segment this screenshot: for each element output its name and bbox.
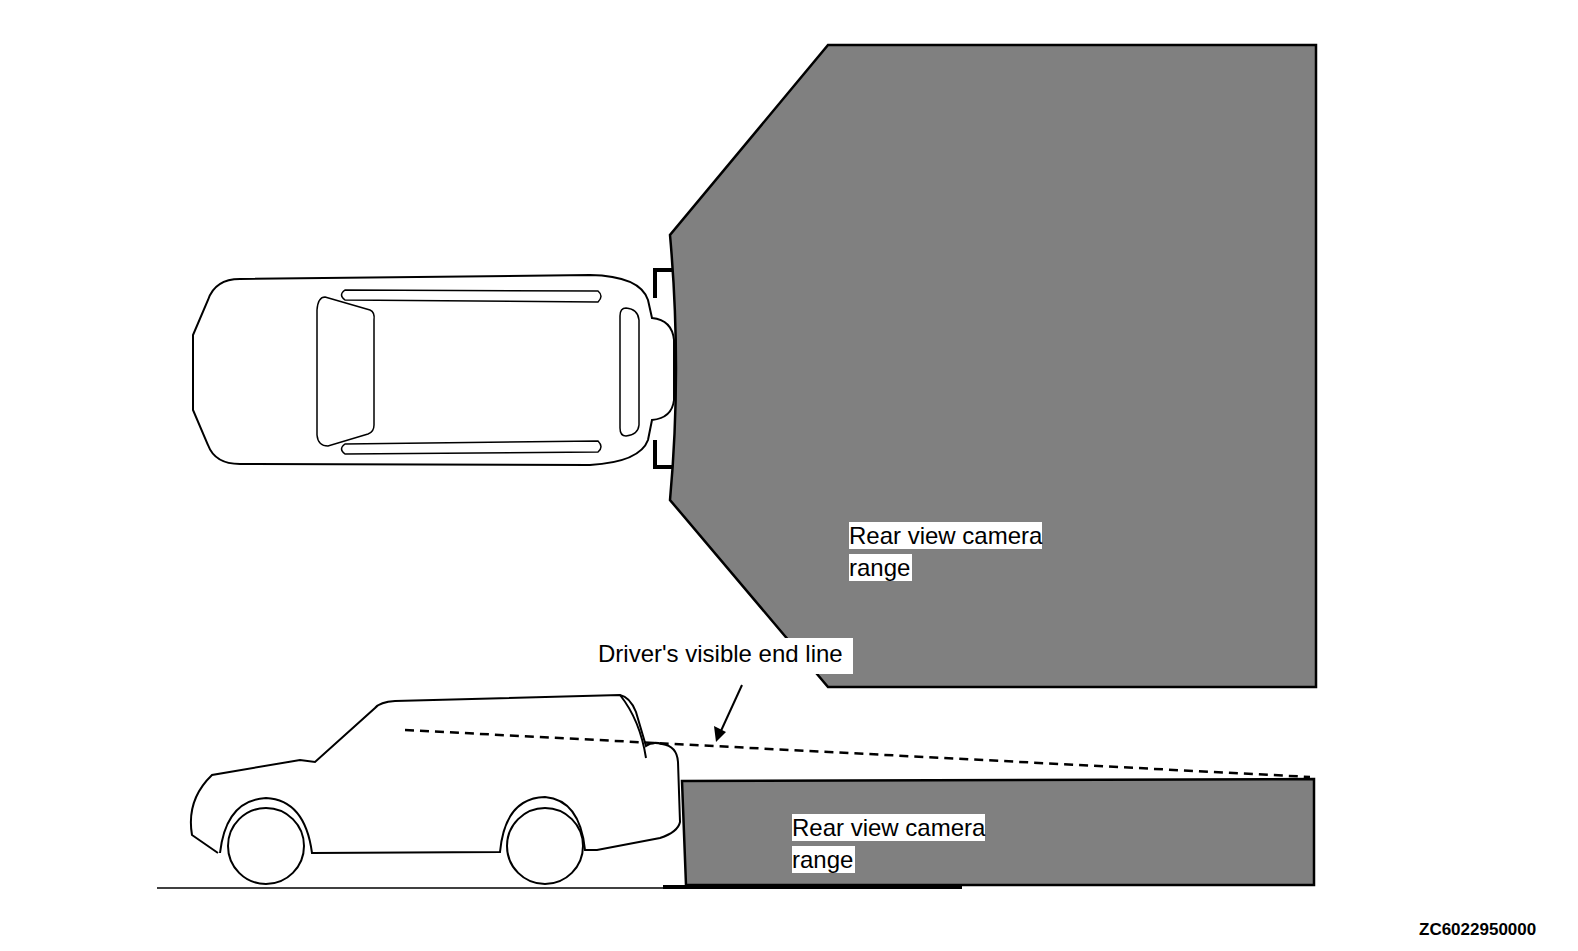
region-text-wrap: Rear view camera range [792,812,1027,876]
camera-range-region: Rear view camera range [668,44,1318,689]
region-label: Rear view camera range [849,522,1042,581]
camera-range-region: Rear view camera range [680,777,1316,887]
range-area [682,779,1314,885]
top-view-car [193,275,674,465]
range-shape [680,777,1316,887]
leader-arrow [714,685,742,742]
figure-code: ZC6022950000 [1419,920,1536,940]
range-area [670,45,1316,687]
callout-label: Driver's visible end line [598,638,853,674]
range-shape [668,44,1318,689]
region-label: Rear view camera range [792,814,985,873]
region-text-wrap: Rear view camera range [849,520,1084,584]
visible-end-line [405,730,1310,777]
